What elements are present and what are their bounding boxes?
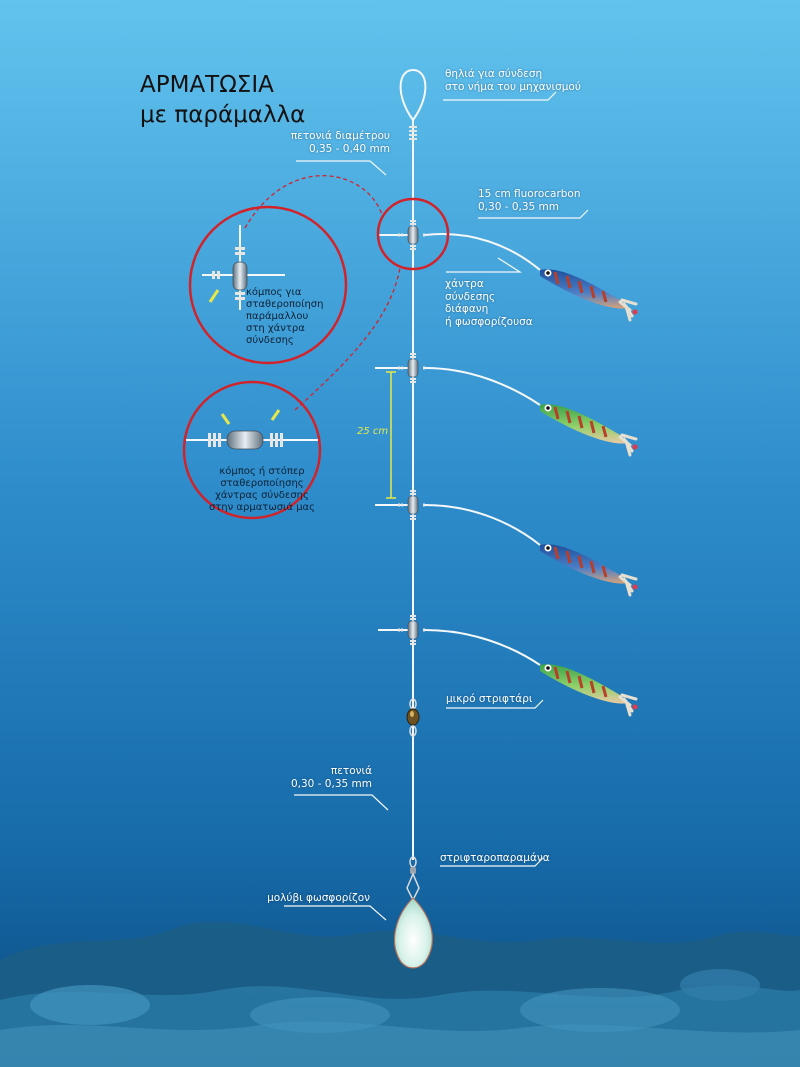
title-line-1: ΑΡΜΑΤΩΣΙΑ (140, 72, 274, 98)
title-line-2: με παράμαλλα (140, 102, 306, 128)
dropper-4 (378, 614, 541, 666)
swivel-icon (406, 698, 420, 737)
glow-sinker-icon (393, 897, 433, 969)
loop-wraps (409, 126, 417, 140)
label-bead: χάντρα σύνδεσης διάφανη ή φωσφορίζουσα (445, 278, 533, 328)
label-swivel: μικρό στριφτάρι (446, 693, 533, 705)
label-sinker: μολύβι φωσφορίζον (267, 892, 370, 904)
reef-seabed (0, 921, 800, 1067)
label-knot-stopper: κόμπος ή στόπερ σταθεροποίησης χάντρας σ… (208, 466, 316, 513)
label-pointers (284, 91, 589, 921)
label-knot-bead: κόμπος για σταθεροποίηση παράμαλλου στη … (246, 287, 324, 346)
label-snap-swivel: στριφταροπαραμάνα (440, 852, 550, 864)
label-leader: 15 cm fluorocarbon 0,30 - 0,35 mm (478, 188, 581, 213)
dropper-3 (375, 489, 541, 546)
loop-connector (399, 68, 427, 122)
highlight-circle (376, 197, 450, 271)
dropper-2 (375, 352, 541, 406)
page-title: ΑΡΜΑΤΩΣΙΑ με παράμαλλα (140, 70, 305, 130)
label-main-line: πετονιά διαμέτρου 0,35 - 0,40 mm (290, 130, 390, 155)
measurement-label: 25 cm (357, 426, 389, 437)
measure-bracket (386, 371, 396, 499)
magnify-callout-icon (182, 175, 401, 520)
label-lower-line: πετονιά 0,30 - 0,35 mm (290, 765, 372, 790)
dropper-1 (378, 219, 541, 271)
label-loop: θηλιά για σύνδεση στο νήμα του μηχανισμο… (445, 68, 581, 93)
